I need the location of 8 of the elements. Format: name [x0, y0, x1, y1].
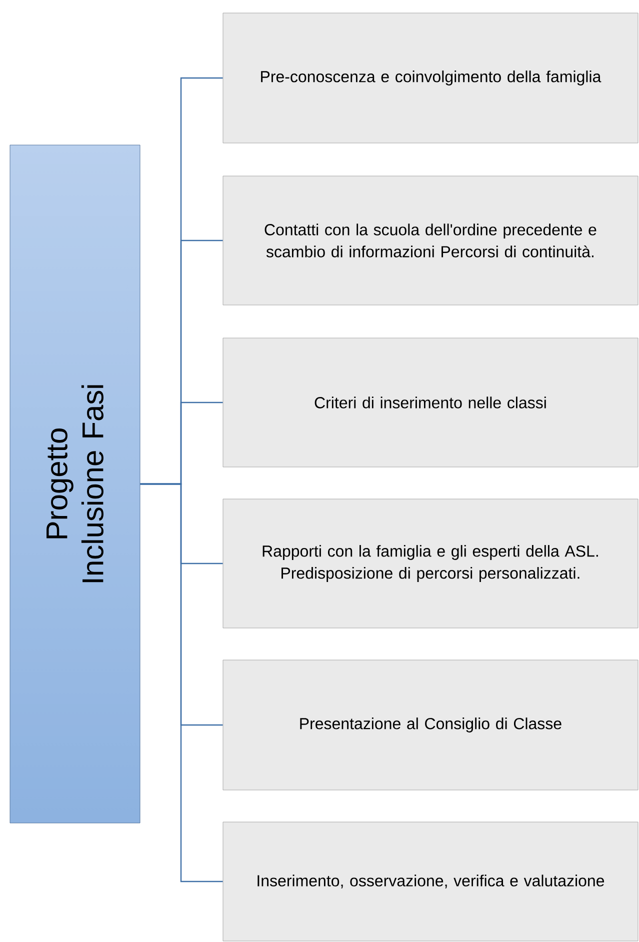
phase-box: Presentazione al Consiglio di Classe	[222, 660, 638, 790]
phase-box: Inserimento, osservazione, verifica e valutazione	[222, 822, 638, 942]
connector	[140, 483, 223, 882]
phase-box: Contatti con la scuola dell'ordine precedente e scambio di informazioni Percorsi di continuità.	[222, 176, 638, 306]
phase-box: Rapporti con la famiglia e gli esperti della ASL. Predisposizione di percorsi personalizzati.	[222, 498, 638, 628]
title-box: Progetto Inclusione Fasi	[10, 144, 140, 824]
phase-box: Pre-conoscenza e coinvolgimento della famiglia	[222, 12, 638, 144]
phase-box: Criteri di inserimento nelle classi	[222, 338, 638, 468]
